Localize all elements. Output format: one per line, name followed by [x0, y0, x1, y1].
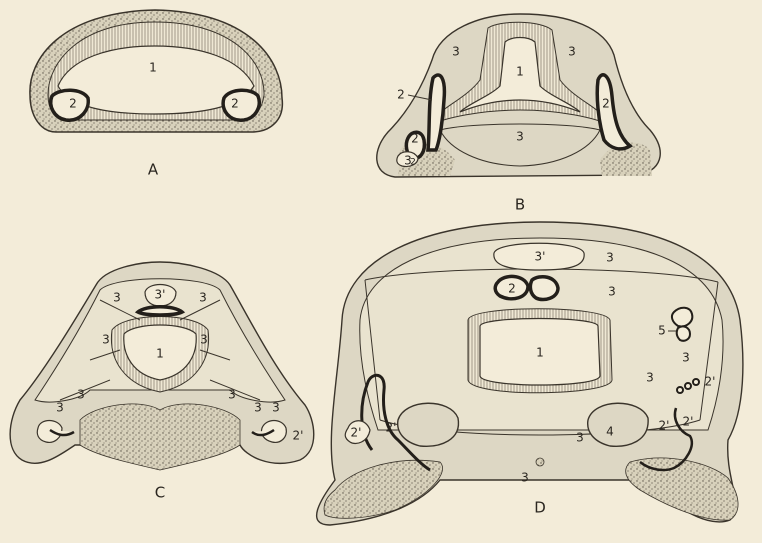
label-2-prime: 2'	[659, 419, 670, 433]
label-4: 4	[606, 425, 614, 439]
panel-d-duct-cross-section	[677, 387, 683, 393]
panel-c-aorta	[138, 307, 182, 315]
label-1: 1	[149, 61, 157, 75]
panel-a-vessel-right	[223, 90, 259, 120]
label-3: 3	[56, 401, 64, 415]
label-2-prime: 2'	[386, 421, 397, 435]
panel-d-vessel-6	[677, 326, 690, 340]
label-3: 3	[200, 333, 208, 347]
panel-c-somite-mass	[80, 404, 240, 470]
label-2-prime: 2'	[683, 415, 694, 429]
label-3: 3	[682, 351, 690, 365]
label-3: 3	[608, 285, 616, 299]
label-2: 2	[410, 158, 416, 168]
label-3: 3	[568, 45, 576, 59]
label-2: 2	[602, 97, 610, 111]
panel-d-aorta-right	[530, 277, 558, 300]
label-3-prime: 3'	[155, 288, 166, 302]
panel-label: A	[148, 161, 159, 179]
label-2: 2	[69, 97, 77, 111]
panel-d-duct-cross-section	[685, 383, 691, 389]
label-3: 3	[452, 45, 460, 59]
label-3: 3	[228, 388, 236, 402]
label-1: 1	[516, 65, 524, 79]
label-3: 3	[576, 431, 584, 445]
label-3: 3	[516, 130, 524, 144]
label-3: 3	[272, 401, 280, 415]
label-1: 1	[536, 346, 544, 360]
label-3: 3	[521, 471, 529, 485]
label-2: 2	[508, 282, 516, 296]
panel-d-duct-cross-section	[693, 379, 699, 385]
label-3-prime: 3'	[535, 250, 546, 264]
label-2-prime: 2'	[293, 429, 304, 443]
panel-d: 3' 3 2 3 1 5 3 3 3 2' 4 3 3 2' 2' 2' 2' …	[317, 222, 743, 525]
label-2-prime: 2'	[705, 375, 716, 389]
label-3: 3	[646, 371, 654, 385]
label-3: 3	[199, 291, 207, 305]
label-2-prime: 2'	[351, 426, 362, 440]
label-2: 2	[231, 97, 239, 111]
panel-b: 3 3 1 3 2 2 2 3 2 B	[377, 14, 660, 214]
label-3: 3	[102, 333, 110, 347]
label-2: 2	[397, 88, 405, 102]
label-1: 1	[156, 347, 164, 361]
panel-d-vessel-5	[672, 308, 692, 327]
label-3: 3	[254, 401, 262, 415]
label-3: 3	[113, 291, 121, 305]
panel-label: C	[155, 484, 165, 502]
label-2: 2	[411, 132, 419, 146]
label-3: 3	[606, 251, 614, 265]
panel-d-gonad-right	[588, 403, 648, 446]
panel-d-gonad-left	[398, 403, 459, 446]
label-5: 5	[658, 324, 666, 338]
panel-label: D	[534, 499, 546, 517]
panel-c: 3 3' 3 3 3 1 3 3 3 3 3 3 2' C	[10, 262, 314, 502]
panel-label: B	[515, 196, 525, 214]
panel-a: 1 2 2 A	[30, 10, 282, 179]
label-3: 3	[77, 388, 85, 402]
panel-d-midline-structure	[536, 458, 544, 466]
